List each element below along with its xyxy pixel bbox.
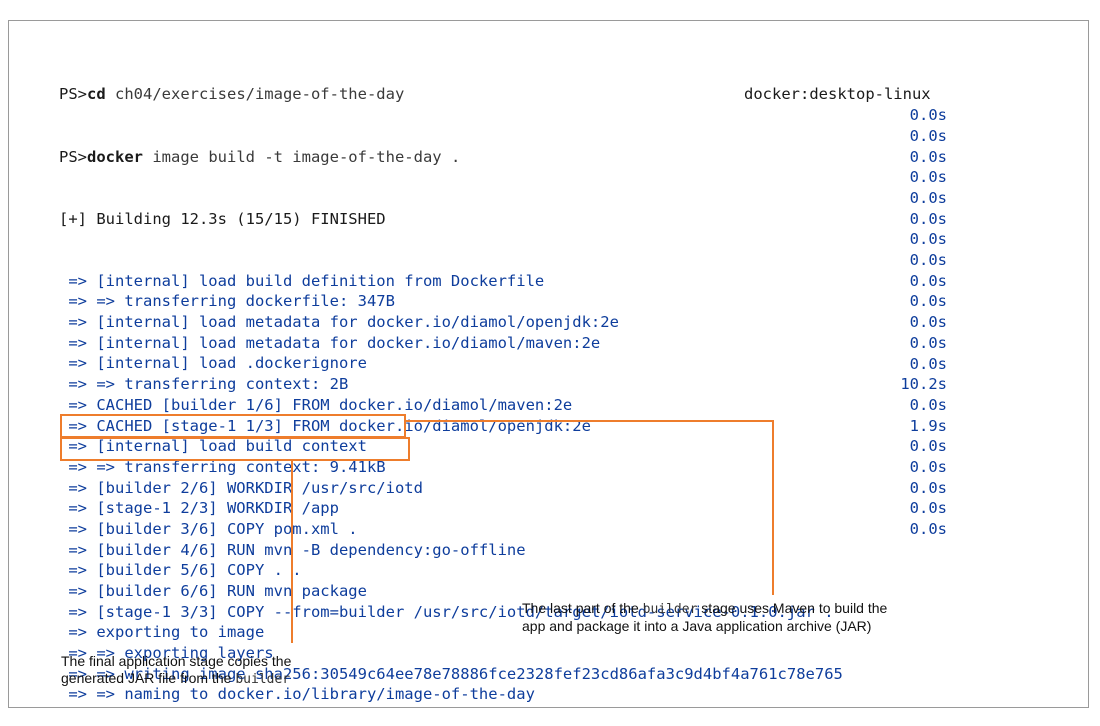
build-step-line: => [stage-1 2/3] WORKDIR /app xyxy=(59,499,339,518)
connector-final-vertical xyxy=(291,461,293,643)
builder-stage-note: The last part of the builder stage uses … xyxy=(522,600,888,634)
build-step-line: => [internal] load build context xyxy=(59,437,367,456)
build-step-line: => [internal] load metadata for docker.i… xyxy=(59,333,601,352)
build-step-line: => [builder 2/6] WORKDIR /usr/src/iotd xyxy=(59,478,423,497)
build-step-line: => => transferring context: 9.41kB xyxy=(59,457,386,476)
prompt: PS> xyxy=(59,85,87,104)
prompt-line-2: PS>docker image build -t image-of-the-da… xyxy=(59,147,843,168)
step-duration: 0.0s xyxy=(909,478,947,497)
builder-code: builder xyxy=(235,672,291,687)
terminal-output: PS>cd ch04/exercises/image-of-the-day PS… xyxy=(59,43,843,726)
build-step-line: => => exporting layers xyxy=(59,644,274,663)
build-step-line: => [stage-1 3/3] COPY --from=builder /us… xyxy=(59,602,834,621)
command: cd xyxy=(87,85,106,104)
step-duration: 0.0s xyxy=(909,520,947,539)
build-step-line: => [builder 6/6] RUN mvn package xyxy=(59,582,367,600)
prompt: PS> xyxy=(59,147,87,166)
step-duration: 0.0s xyxy=(909,354,947,373)
build-step-line: => [builder 5/6] COPY . . xyxy=(59,561,302,580)
command-args: ch04/exercises/image-of-the-day xyxy=(105,85,405,104)
build-step-line: => => transferring dockerfile: 347B xyxy=(59,292,395,311)
step-duration: 0.0s xyxy=(909,188,947,207)
step-duration: 0.0s xyxy=(909,209,947,228)
step-duration: 0.0s xyxy=(909,437,947,456)
step-duration: 0.0s xyxy=(909,395,947,414)
step-duration: 10.2s xyxy=(900,375,947,394)
connector-builder-vertical xyxy=(772,420,774,595)
step-duration: 0.0s xyxy=(909,106,947,125)
highlight-copy-from-builder xyxy=(60,437,410,461)
step-duration: 0.0s xyxy=(909,313,947,332)
step-duration: 0.0s xyxy=(909,147,947,166)
build-step-line: => [internal] load .dockerignore xyxy=(59,354,367,373)
highlight-run-mvn-package xyxy=(60,414,406,438)
builder-context-tag: docker:desktop-linux xyxy=(744,85,931,104)
build-step-line: => => naming to docker.io/library/image-… xyxy=(59,685,535,704)
build-step-line: => => transferring context: 2B xyxy=(59,375,349,394)
command-args: image build -t image-of-the-day . xyxy=(143,147,461,166)
final-stage-note: The final application stage copies the g… xyxy=(61,653,292,687)
step-duration: 0.0s xyxy=(909,168,947,187)
build-step-line: => exporting to image xyxy=(59,623,265,642)
prompt-line-1: PS>cd ch04/exercises/image-of-the-day xyxy=(59,84,843,105)
step-duration: 1.9s xyxy=(909,416,947,435)
build-step-line: => [builder 4/6] RUN mvn -B dependency:g… xyxy=(68,540,526,559)
build-step-line: => => writing image sha256:30549c64ee78e… xyxy=(59,664,843,683)
builder-code: builder xyxy=(642,602,698,617)
build-step-line: => CACHED [builder 1/6] FROM docker.io/d… xyxy=(59,395,573,414)
build-step-line: => [builder 3/6] COPY pom.xml . xyxy=(59,519,358,538)
step-duration: 0.0s xyxy=(909,333,947,352)
step-duration: 0.0s xyxy=(909,499,947,518)
step-duration: 0.0s xyxy=(909,230,947,249)
build-step-line: => [internal] load metadata for docker.i… xyxy=(59,313,619,332)
build-step-line: => [internal] load build definition from… xyxy=(59,271,545,290)
step-duration: 0.0s xyxy=(909,251,947,269)
build-steps: => [internal] load build definition from… xyxy=(59,271,843,705)
build-status-line: [+] Building 12.3s (15/15) FINISHED xyxy=(59,209,386,228)
step-duration: 0.0s xyxy=(909,271,947,290)
connector-builder-horizontal xyxy=(406,420,773,422)
command: docker xyxy=(87,147,143,166)
figure-frame xyxy=(8,20,1089,708)
step-duration: 0.0s xyxy=(909,292,947,311)
step-duration: 0.0s xyxy=(909,126,947,145)
step-duration: 0.0s xyxy=(909,458,947,476)
